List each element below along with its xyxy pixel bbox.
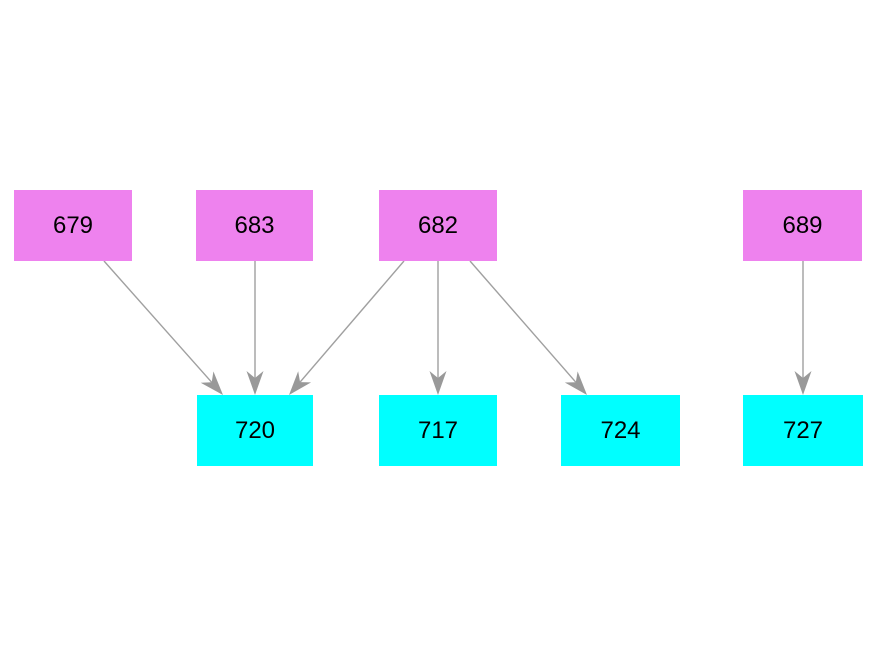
- node-689: 689: [743, 190, 862, 261]
- arrowhead-682-720: [289, 371, 312, 395]
- edge-679-720: [103, 260, 213, 383]
- arrowhead-682-724: [564, 371, 587, 395]
- arrowhead-682-717: [429, 371, 447, 395]
- edge-682-724: [469, 260, 577, 383]
- node-724: 724: [561, 395, 680, 466]
- arrowhead-679-720: [200, 371, 223, 395]
- node-720: 720: [197, 395, 313, 466]
- node-682: 682: [379, 190, 497, 261]
- node-727: 727: [743, 395, 863, 466]
- arrowhead-689-727: [794, 371, 812, 395]
- edge-682-720: [299, 260, 405, 383]
- node-683: 683: [196, 190, 313, 261]
- node-679: 679: [14, 190, 132, 261]
- arrowhead-683-720: [246, 371, 264, 395]
- node-717: 717: [379, 395, 497, 466]
